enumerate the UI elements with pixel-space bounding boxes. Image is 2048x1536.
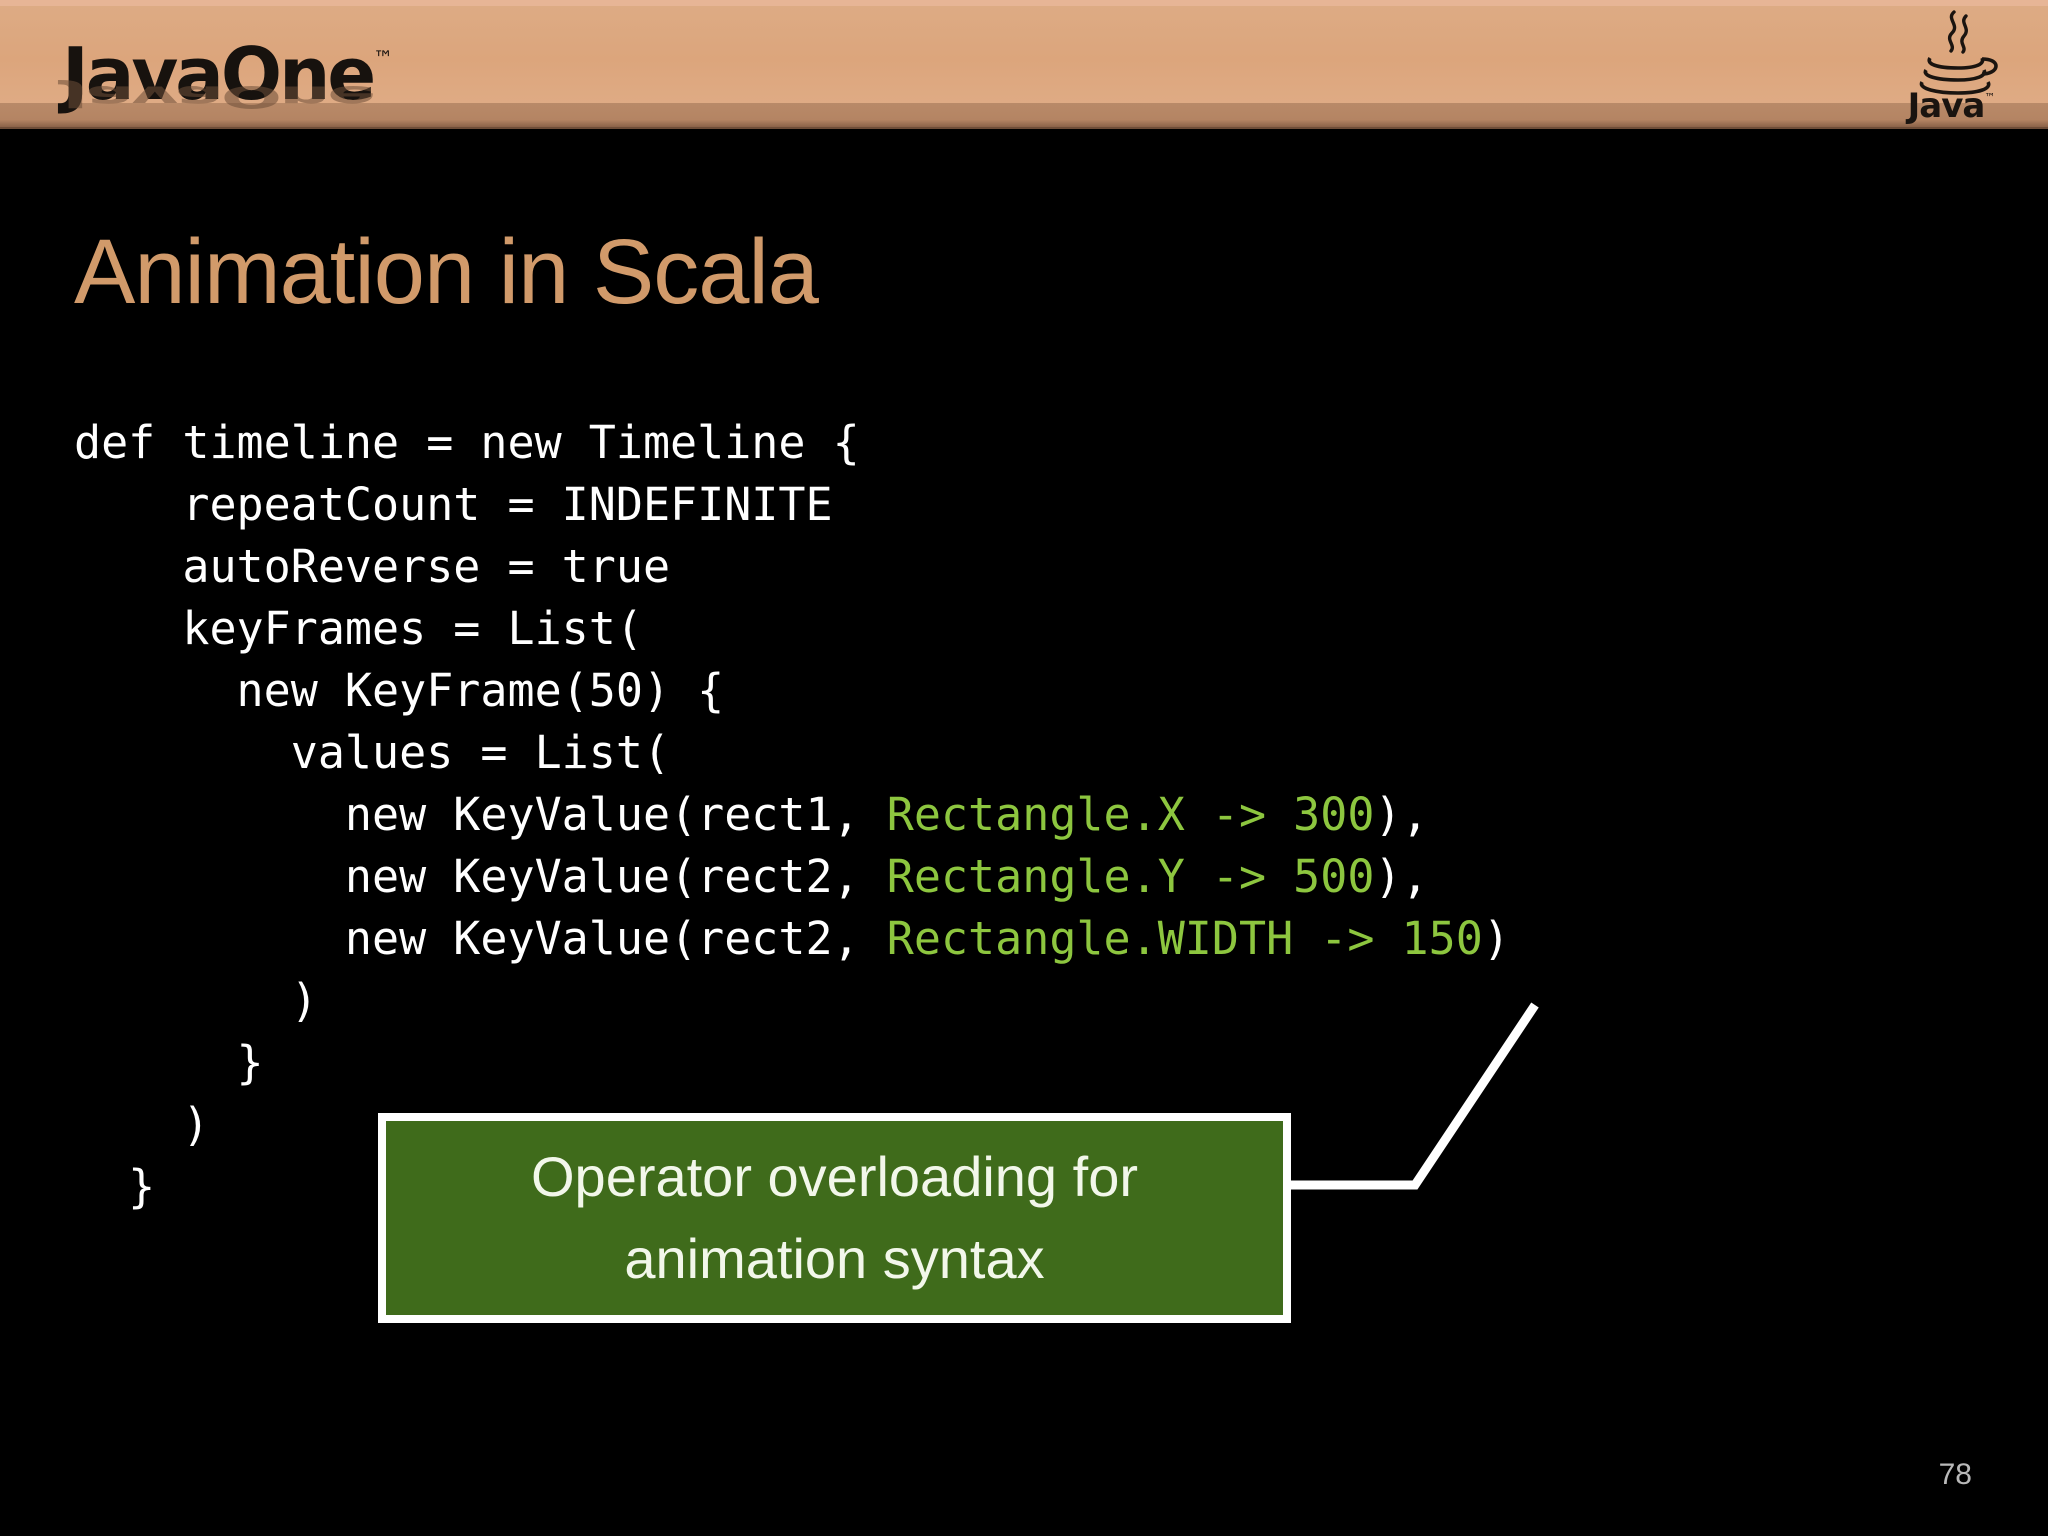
java-cup-logo: Java™ <box>1892 6 2010 126</box>
page-number: 78 <box>1938 1458 1972 1491</box>
code-segment-plain: values = List( <box>74 726 671 779</box>
java-trademark-icon: ™ <box>1984 91 1995 104</box>
code-line: autoReverse = true <box>74 536 1510 598</box>
code-line: def timeline = new Timeline { <box>74 412 1510 474</box>
header-reflection-band <box>0 103 2048 127</box>
header-top-edge <box>0 0 2048 6</box>
code-line: repeatCount = INDEFINITE <box>74 474 1510 536</box>
code-segment-highlight: Rectangle.WIDTH -> 150 <box>886 912 1483 965</box>
header-bottom-edge <box>0 127 2048 129</box>
javaone-wordmark-label: JavaOne <box>62 32 376 116</box>
code-line: new KeyValue(rect2, Rectangle.Y -> 500), <box>74 846 1510 908</box>
code-line: new KeyValue(rect1, Rectangle.X -> 300), <box>74 784 1510 846</box>
code-line: } <box>74 1032 1510 1094</box>
code-segment-plain: autoReverse = true <box>74 540 671 593</box>
javaone-trademark-icon: ™ <box>373 46 394 70</box>
code-segment-highlight: Rectangle.Y -> 500 <box>886 850 1375 903</box>
code-segment-tail: ), <box>1374 788 1429 841</box>
code-segment-plain: ) <box>74 1098 210 1151</box>
code-segment-plain: keyFrames = List( <box>74 602 643 655</box>
code-segment-plain: new KeyValue(rect2, <box>74 912 887 965</box>
callout-text: Operator overloading for animation synta… <box>530 1145 1138 1290</box>
code-line: new KeyFrame(50) { <box>74 660 1510 722</box>
code-line: } <box>74 1156 1510 1218</box>
code-segment-plain: new KeyValue(rect1, <box>74 788 887 841</box>
code-segment-plain: new KeyFrame(50) { <box>74 664 725 717</box>
javaone-wordmark-reflection: JavaOne <box>62 79 374 115</box>
code-segment-highlight: Rectangle.X -> 300 <box>886 788 1375 841</box>
javaone-wordmark: JavaOne ™ <box>62 13 393 119</box>
code-segment-plain: new KeyValue(rect2, <box>74 850 887 903</box>
code-line: keyFrames = List( <box>74 598 1510 660</box>
code-segment-plain: def timeline = new Timeline { <box>74 416 860 469</box>
java-logo-wordmark: Java™ <box>1892 86 2010 126</box>
java-cup-icon <box>1919 10 1998 95</box>
code-line: new KeyValue(rect2, Rectangle.WIDTH -> 1… <box>74 908 1510 970</box>
slide-header: JavaOne™ JavaOne Java™ <box>0 0 2048 129</box>
code-block: def timeline = new Timeline { repeatCoun… <box>74 412 1510 1218</box>
java-logo-label: Java <box>1907 86 1986 126</box>
callout-box: Operator overloading for animation synta… <box>378 1113 1291 1323</box>
header-band <box>0 6 2048 103</box>
code-segment-plain: repeatCount = INDEFINITE <box>74 478 833 531</box>
code-segment-tail: ), <box>1374 850 1429 903</box>
code-segment-plain: } <box>74 1160 156 1213</box>
page-title: Animation in Scala <box>74 221 819 323</box>
javaone-logo: JavaOne ™ JavaOne <box>62 13 393 129</box>
code-line: ) <box>74 970 1510 1032</box>
code-line: values = List( <box>74 722 1510 784</box>
code-segment-plain: } <box>74 1036 264 1089</box>
code-segment-plain: ) <box>74 974 318 1027</box>
code-line: ) <box>74 1094 1510 1156</box>
code-segment-tail: ) <box>1482 912 1510 965</box>
